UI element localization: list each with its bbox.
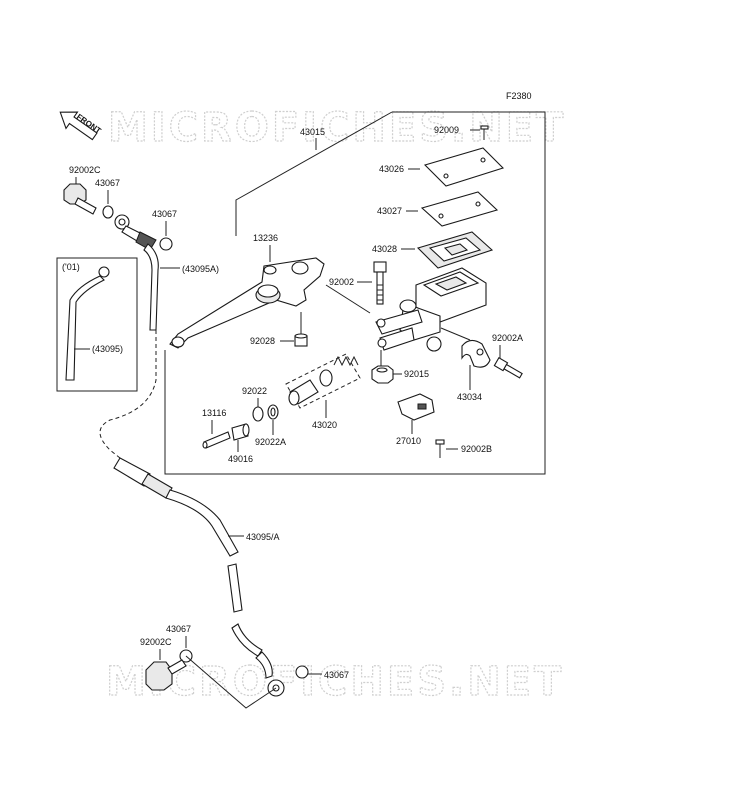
bolt-92002A xyxy=(493,357,523,379)
holder-49016 xyxy=(231,423,250,441)
label-43095-A: 43095/A xyxy=(246,532,280,542)
label-92002C-top: 92002C xyxy=(69,165,101,175)
label-92028: 92028 xyxy=(250,336,275,346)
bottom-connector xyxy=(185,655,277,709)
hose-43095A xyxy=(143,243,159,331)
label-43020: 43020 xyxy=(312,420,337,430)
switch-27010 xyxy=(397,393,435,421)
label-92002B: 92002B xyxy=(461,444,492,454)
label-92009: 92009 xyxy=(434,125,459,135)
nut-92015 xyxy=(371,365,394,384)
label-43028: 43028 xyxy=(372,244,397,254)
screw-92002B xyxy=(435,439,445,458)
bolt-92002 xyxy=(373,261,387,305)
master-cylinder-body xyxy=(375,267,487,352)
hose-43095-A xyxy=(113,457,239,557)
label-92022A: 92022A xyxy=(255,437,286,447)
label-92002A: 92002A xyxy=(492,333,523,343)
plate-43027 xyxy=(420,191,499,227)
banjo-bolt-92002C-top xyxy=(63,183,97,215)
diaphragm-43028 xyxy=(416,231,494,269)
bushing-92028 xyxy=(294,333,308,347)
clutch-lever-13236 xyxy=(169,257,325,349)
label-43027: 43027 xyxy=(377,206,402,216)
screw-92009-icon xyxy=(480,125,489,140)
label-43026: 43026 xyxy=(379,164,404,174)
washer-92022 xyxy=(252,406,264,422)
label-27010: 27010 xyxy=(396,436,421,446)
washer-43067-top2 xyxy=(159,237,173,251)
label-43034: 43034 xyxy=(457,392,482,402)
hose-43095 xyxy=(65,266,110,381)
label-43067-bot2: 43067 xyxy=(324,670,349,680)
label-43067-top1: 43067 xyxy=(95,178,120,188)
assembly-frame-diagonal xyxy=(235,111,393,236)
label-43067-bot1: 43067 xyxy=(166,624,191,634)
variant-note: ('01) xyxy=(62,262,80,272)
hose-43095-A-segment xyxy=(227,563,243,613)
label-92002C-bot: 92002C xyxy=(140,637,172,647)
hose-43095-A-lower xyxy=(231,623,263,657)
banjo-fitting-top xyxy=(114,214,157,251)
reservoir-cap-43026 xyxy=(423,147,505,187)
hose-route-dashed xyxy=(99,330,157,459)
label-13116: 13116 xyxy=(202,408,226,418)
washer-43067-bot2 xyxy=(295,665,309,679)
figure-code: F2380 xyxy=(506,91,532,101)
label-43095A: (43095A) xyxy=(182,264,219,274)
washer-43067-top1 xyxy=(102,205,114,219)
label-43015: 43015 xyxy=(300,127,325,137)
label-43067-top2: 43067 xyxy=(152,209,177,219)
banjo-bolt-92002C-bot xyxy=(145,659,187,691)
clamp-43034 xyxy=(461,339,491,368)
label-13236: 13236 xyxy=(253,233,278,243)
label-92022: 92022 xyxy=(242,386,267,396)
front-arrow-icon xyxy=(59,111,98,141)
variant-box xyxy=(56,257,138,392)
pushrod-13116 xyxy=(202,431,231,449)
piston-kit-43020 xyxy=(285,353,361,409)
assembly-frame xyxy=(164,111,546,475)
label-92002: 92002 xyxy=(329,277,354,287)
label-43095: (43095) xyxy=(92,344,123,354)
label-49016: 49016 xyxy=(228,454,253,464)
label-92015: 92015 xyxy=(404,369,429,379)
